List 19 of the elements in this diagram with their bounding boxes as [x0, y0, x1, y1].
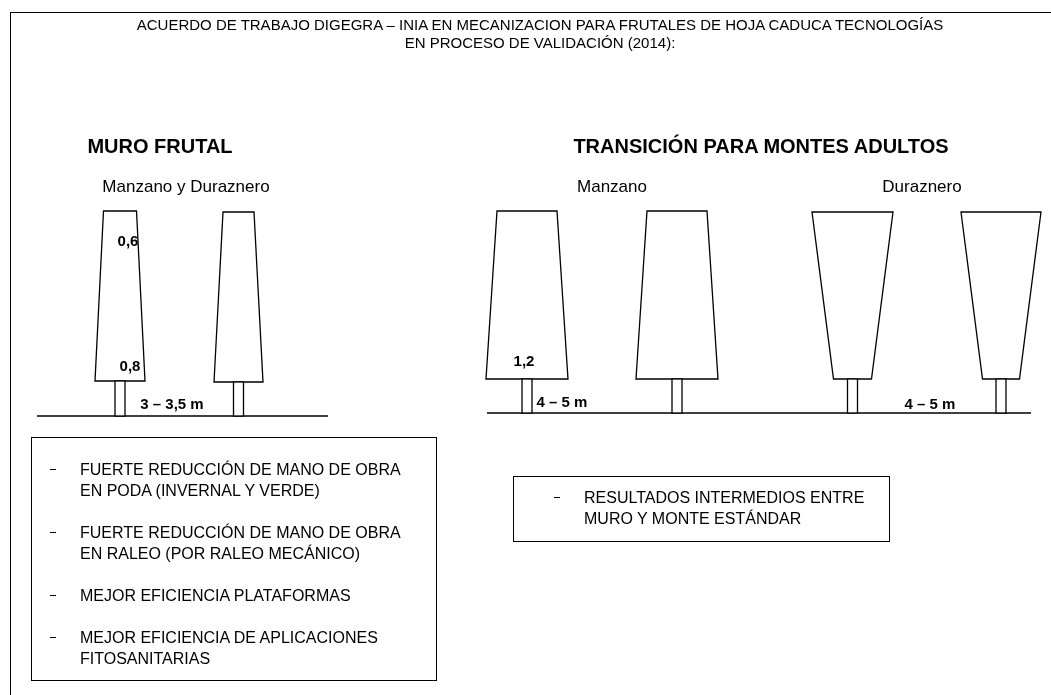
spacing-label: 3 – 3,5 m — [140, 394, 204, 412]
bullet-text: MEJOR EFICIENCIA DE APLICACIONES FITOSANITARIAS — [80, 628, 379, 669]
width-value: 0,6 — [117, 231, 139, 249]
bullet-text: FUERTE REDUCCIÓN DE MANO DE OBRA EN RALEO (POR RALEO MECÁNICO) — [80, 522, 402, 564]
title: ACUERDO DE TRABAJO DIGEGRA – INIA EN MECANIZACION PARA FRUTALES DE HOJA CADUCA TECNOLOGÍAS EN PROCESO DE VALIDACIÓN (2014): — [135, 16, 945, 52]
width-value: 0,8 — [119, 356, 141, 374]
bullet-text: MEJOR EFICIENCIA PLATAFORMAS — [80, 586, 352, 606]
subheading: Manzano — [577, 177, 647, 197]
bullet-text: FUERTE REDUCCIÓN DE MANO DE OBRA EN PODA (INVERNAL Y VERDE) — [80, 459, 402, 501]
section-heading: MURO FRUTAL — [87, 134, 233, 158]
spacing-label: 4 – 5 m — [536, 392, 588, 410]
spacing-label: 4 – 5 m — [904, 394, 956, 412]
subheading: Manzano y Duraznero — [102, 177, 270, 197]
section-heading: TRANSICIÓN PARA MONTES ADULTOS — [573, 134, 949, 158]
subheading: Duraznero — [882, 177, 962, 197]
note-box — [31, 437, 437, 681]
bullet-text: RESULTADOS INTERMEDIOS ENTRE MURO Y MONTE ESTÁNDAR — [584, 488, 866, 529]
width-value: 1,2 — [513, 351, 535, 369]
note-box — [513, 476, 890, 542]
